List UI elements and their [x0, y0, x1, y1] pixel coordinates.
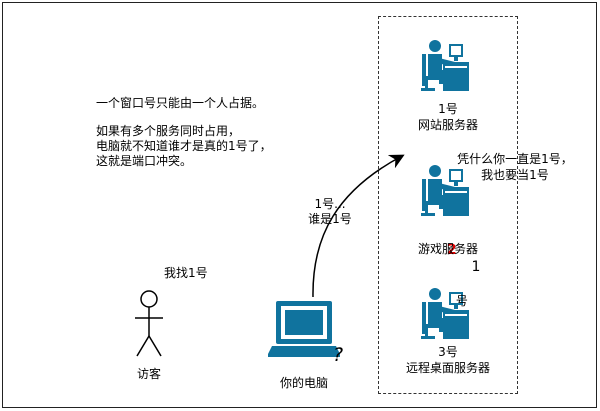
intro-line-2: 如果有多个服务同时占用，: [96, 124, 241, 138]
server-2-number-suffix: 号: [455, 294, 468, 308]
conflict-line-1: 凭什么你一直是1号，: [457, 152, 573, 166]
intro-line-1: 一个窗口号只能由一个人占据。: [96, 96, 265, 110]
diagram-border: [2, 2, 597, 408]
server-2-name: 游戏服务器: [417, 242, 478, 256]
intro-line-4: 这就是端口冲突。: [96, 154, 193, 168]
server-1-number: 1号: [438, 102, 458, 116]
request-line-2: 谁是1号: [308, 212, 352, 226]
visitor-label: 访客: [136, 367, 161, 381]
intro-line-3: 电脑就不知道谁才是真的1号了，: [96, 139, 272, 153]
server-2-number: 1 2 号: [427, 225, 481, 327]
server-group-box: [378, 16, 518, 394]
request-line-1: 1号...: [314, 197, 346, 211]
computer-label: 你的电脑: [279, 376, 328, 390]
server-3-name: 远程桌面服务器: [405, 361, 490, 375]
conflict-line-2: 我也要当1号: [481, 168, 549, 182]
visitor-speech: 我找1号: [164, 266, 208, 280]
server-1-name: 网站服务器: [417, 118, 478, 132]
computer-icon: [268, 301, 340, 357]
server-3-number: 3号: [438, 345, 458, 359]
visitor-stick-figure-icon: [135, 290, 163, 357]
request-arrow: [312, 154, 405, 298]
server-2-number-original: 1: [471, 259, 481, 275]
server-2-number-overlay: 2: [446, 242, 457, 258]
computer-question-mark: ?: [333, 344, 344, 366]
server-1-icon: [421, 40, 469, 91]
